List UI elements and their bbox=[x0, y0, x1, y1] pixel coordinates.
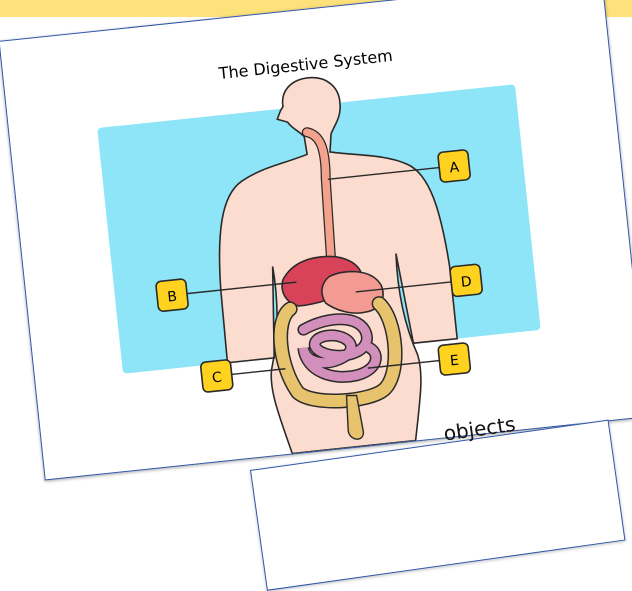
label-c: C bbox=[211, 369, 223, 386]
label-d: D bbox=[460, 274, 472, 291]
label-a: A bbox=[449, 159, 461, 176]
worksheet-card: The Digestive System A B D bbox=[0, 0, 632, 481]
label-b: B bbox=[167, 289, 178, 306]
digestive-system-diagram: The Digestive System A B D bbox=[0, 0, 632, 479]
label-e: E bbox=[449, 353, 459, 370]
